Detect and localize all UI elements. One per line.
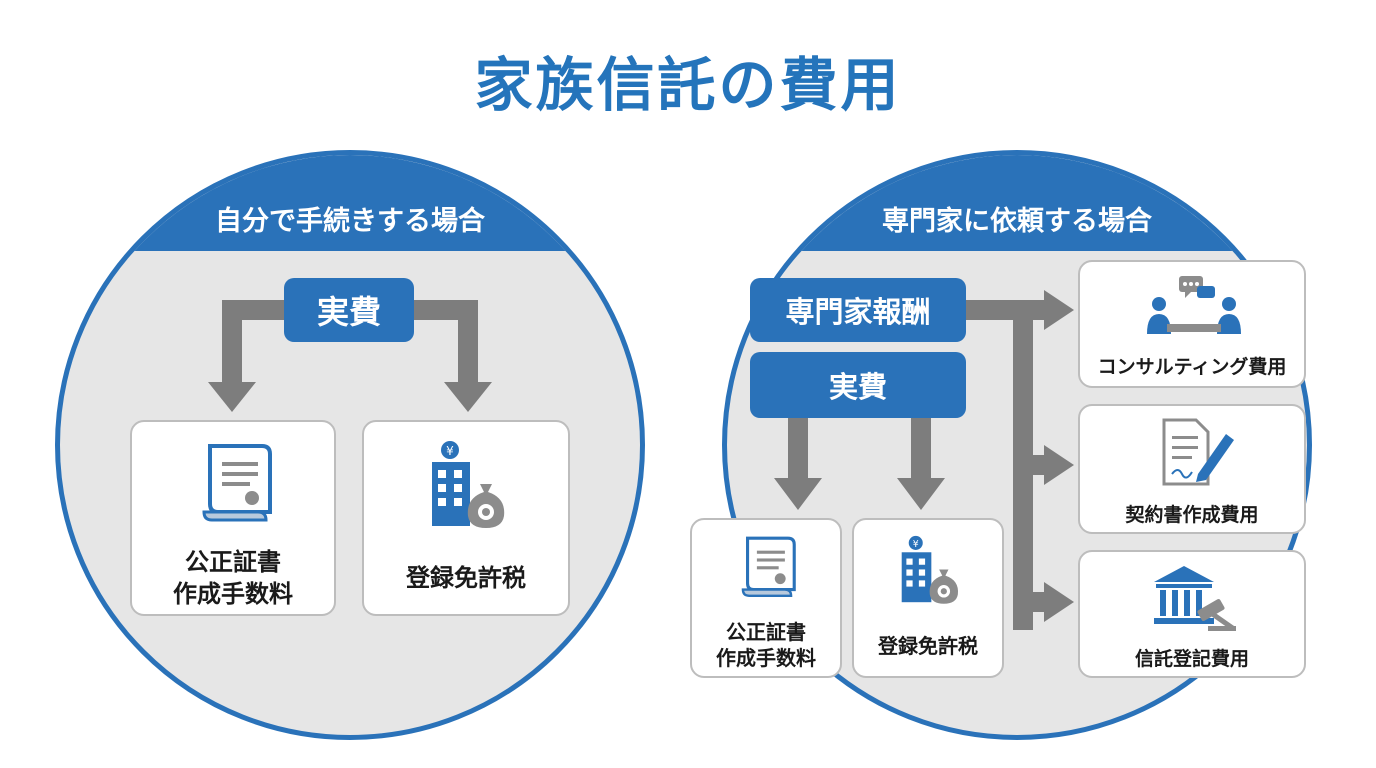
- scroll-document-icon: [202, 444, 272, 522]
- right-notary-fee-label-line1: 公正証書: [726, 620, 806, 644]
- notary-fee-label-line2: 作成手数料: [173, 580, 293, 608]
- consulting-fee-card: コンサルティング費用: [1078, 260, 1306, 388]
- notary-fee-label-line1: 公正証書: [185, 548, 281, 576]
- right-registration-tax-label: 登録免許税: [878, 634, 978, 658]
- registration-tax-label: 登録免許税: [406, 564, 526, 592]
- trust-registration-fee-label: 信託登記費用: [1134, 648, 1249, 670]
- consultation-people-icon: [1147, 276, 1241, 334]
- scroll-document-icon: [741, 536, 796, 597]
- svg-text:¥: ¥: [913, 539, 919, 550]
- contract-drafting-fee-label: 契約書作成費用: [1125, 504, 1259, 526]
- government-building-money-bag-icon: ¥: [432, 441, 505, 528]
- contract-pen-icon: [1162, 418, 1234, 486]
- page-title: 家族信託の費用: [474, 51, 902, 119]
- self-procedure-caption: 自分で手続きする場合: [60, 155, 640, 251]
- expert-request-caption: 専門家に依頼する場合: [727, 155, 1307, 251]
- government-building-money-bag-icon: ¥: [901, 535, 959, 604]
- left-actual-cost-label: 実費: [284, 278, 414, 342]
- left-registration-tax-card: ¥ 登録免許税: [362, 420, 570, 616]
- right-notary-fee-label-line2: 作成手数料: [716, 646, 816, 670]
- right-registration-tax-card: ¥ 登録免許税: [852, 518, 1004, 678]
- left-notary-fee-card: 公正証書 作成手数料: [130, 420, 336, 616]
- right-actual-cost-label: 実費: [750, 352, 966, 418]
- trust-registration-fee-card: 信託登記費用: [1078, 550, 1306, 678]
- professional-fee-label: 専門家報酬: [750, 278, 966, 342]
- right-notary-fee-card: 公正証書 作成手数料: [690, 518, 842, 678]
- courthouse-gavel-icon: [1154, 566, 1236, 632]
- consulting-fee-label: コンサルティング費用: [1097, 356, 1287, 378]
- svg-text:¥: ¥: [446, 444, 454, 458]
- contract-drafting-fee-card: 契約書作成費用: [1078, 404, 1306, 534]
